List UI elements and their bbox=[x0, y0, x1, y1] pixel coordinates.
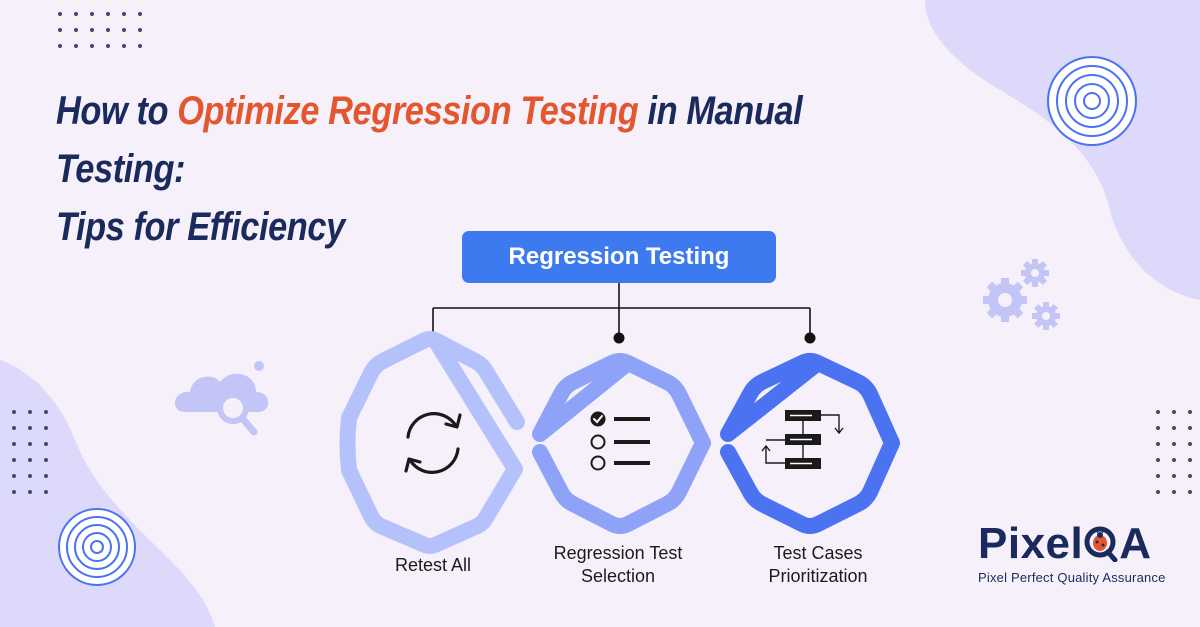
flowchart-icon bbox=[761, 410, 844, 469]
top-right-blob bbox=[925, 0, 1200, 300]
connector-dot-test-cases-prioritization bbox=[804, 332, 816, 344]
dot-grid-top-left bbox=[58, 12, 142, 48]
connector-lines bbox=[432, 283, 811, 337]
node-label-line-2: Selection bbox=[580, 566, 656, 586]
logo-word-end: A bbox=[1119, 519, 1152, 568]
concentric-circles-bottom-left bbox=[58, 508, 136, 586]
pixelqa-logo: Pixel A Pixel Perfect Quality Assurance bbox=[978, 522, 1178, 586]
concentric-circles-top-right bbox=[1047, 56, 1137, 146]
checklist-icon bbox=[590, 411, 650, 471]
bottom-left-blob bbox=[0, 360, 215, 627]
hexagon-retest-all bbox=[339, 331, 525, 554]
logo-wordmark: Pixel A bbox=[978, 522, 1178, 566]
logo-word-start: Pixel bbox=[978, 519, 1084, 568]
ladybug-q-icon bbox=[1084, 526, 1118, 563]
title-line-2: Tips for Efficiency bbox=[56, 205, 345, 249]
connector-dot-regression-test-selection bbox=[613, 332, 625, 344]
page-title: How to Optimize Regression Testing in Ma… bbox=[56, 82, 916, 256]
node-label-line-2: Prioritization bbox=[768, 566, 868, 586]
hexagon-test-cases-prioritization bbox=[720, 353, 900, 534]
node-label-test-cases-prioritization: Test Cases Prioritization bbox=[708, 542, 928, 588]
node-label-regression-test-selection: Regression Test Selection bbox=[508, 542, 728, 588]
hexagon-regression-test-selection bbox=[532, 353, 711, 534]
root-node-regression-testing: Regression Testing bbox=[462, 231, 776, 283]
title-accent: Optimize Regression Testing bbox=[177, 89, 639, 133]
title-start: How to bbox=[56, 89, 178, 133]
dot-grid-right bbox=[1156, 410, 1192, 494]
title-end: in Manual Testing: bbox=[56, 89, 803, 191]
node-label-line-1: Retest All bbox=[394, 555, 472, 575]
node-label-line-1: Regression Test bbox=[553, 543, 683, 563]
node-label-line-1: Test Cases bbox=[773, 543, 863, 563]
title-line-1: How to Optimize Regression Testing in Ma… bbox=[56, 82, 916, 198]
logo-tagline: Pixel Perfect Quality Assurance bbox=[978, 570, 1166, 585]
refresh-cycle-icon bbox=[404, 412, 462, 474]
cloud-search-icon bbox=[174, 361, 269, 436]
dot-grid-left bbox=[12, 410, 48, 494]
node-label-retest-all: Retest All bbox=[323, 554, 543, 577]
